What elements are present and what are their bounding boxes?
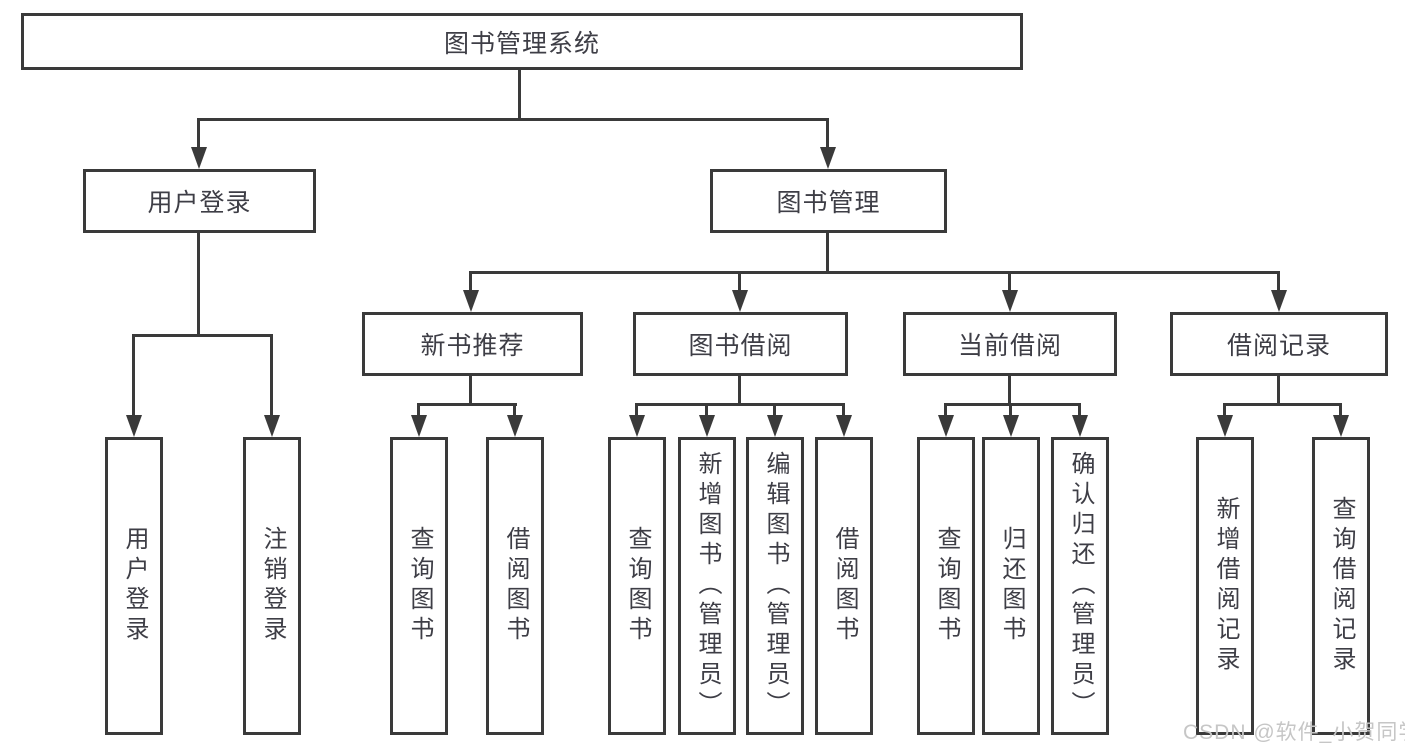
connector-line	[635, 403, 638, 417]
connector-line	[826, 118, 829, 150]
leaf-query-borrow-record: 查询借阅记录	[1312, 437, 1370, 735]
leaf-edit-books-admin: 编辑图书（管理员）	[746, 437, 804, 735]
node-book-management: 图书管理	[710, 169, 947, 233]
connector-line	[270, 334, 273, 417]
node-current-borrowing: 当前借阅	[903, 312, 1117, 376]
connector-line	[469, 271, 472, 292]
leaf-query-books-recommend: 查询图书	[390, 437, 448, 735]
arrow-down-icon	[699, 415, 715, 437]
leaf-label: 新增图书（管理员）	[694, 451, 721, 721]
connector-line	[417, 403, 420, 417]
arrow-down-icon	[767, 415, 783, 437]
connector-line	[1277, 271, 1280, 292]
connector-line	[1223, 403, 1340, 406]
arrow-down-icon	[1003, 415, 1019, 437]
connector-line	[1008, 271, 1011, 292]
arrow-down-icon	[1072, 415, 1088, 437]
connector-line	[469, 271, 1280, 274]
leaf-label: 查询图书	[933, 526, 960, 646]
leaf-label: 确认归还（管理员）	[1067, 451, 1094, 721]
node-label: 图书管理系统	[443, 29, 600, 58]
connector-line	[635, 403, 845, 406]
arrow-down-icon	[629, 415, 645, 437]
leaf-label: 注销登录	[259, 526, 286, 646]
arrow-down-icon	[1333, 415, 1349, 437]
leaf-query-books-current: 查询图书	[917, 437, 975, 735]
leaf-label: 新增借阅记录	[1212, 496, 1239, 676]
leaf-add-borrow-record: 新增借阅记录	[1196, 437, 1254, 735]
connector-line	[738, 271, 741, 292]
leaf-label: 查询图书	[624, 526, 651, 646]
node-user-login: 用户登录	[83, 169, 316, 233]
node-label: 借阅记录	[1226, 332, 1331, 360]
arrow-down-icon	[411, 415, 427, 437]
leaf-confirm-return-admin: 确认归还（管理员）	[1051, 437, 1109, 735]
connector-line	[944, 403, 947, 417]
csdn-watermark: CSDN @软件_小贺同学	[1183, 721, 1405, 744]
leaf-query-books-borrowing: 查询图书	[608, 437, 666, 735]
connector-line	[197, 232, 200, 337]
arrow-down-icon	[507, 415, 523, 437]
node-label: 用户登录	[147, 189, 252, 217]
connector-line	[197, 118, 829, 121]
connector-line	[132, 334, 135, 417]
connector-line	[705, 403, 708, 417]
connector-line	[469, 375, 472, 406]
leaf-add-books-admin: 新增图书（管理员）	[678, 437, 736, 735]
node-borrowing-records: 借阅记录	[1170, 312, 1388, 376]
leaf-label: 查询图书	[406, 526, 433, 646]
arrow-down-icon	[820, 147, 836, 169]
connector-line	[826, 232, 829, 273]
connector-line	[197, 118, 200, 150]
leaf-borrow-books-borrowing: 借阅图书	[815, 437, 873, 735]
arrow-down-icon	[1217, 415, 1233, 437]
arrow-down-icon	[126, 415, 142, 437]
connector-line	[738, 375, 741, 406]
arrow-down-icon	[1271, 290, 1287, 312]
node-new-book-recommendation: 新书推荐	[362, 312, 583, 376]
leaf-logout: 注销登录	[243, 437, 301, 735]
node-label: 当前借阅	[957, 332, 1062, 360]
node-label: 图书借阅	[688, 332, 793, 360]
connector-line	[1009, 403, 1012, 417]
node-label: 图书管理	[776, 189, 881, 217]
connector-line	[518, 68, 521, 121]
leaf-user-login: 用户登录	[105, 437, 163, 735]
connector-line	[842, 403, 845, 417]
node-book-borrowing: 图书借阅	[633, 312, 848, 376]
leaf-label: 归还图书	[998, 526, 1025, 646]
connector-line	[417, 403, 517, 406]
arrow-down-icon	[264, 415, 280, 437]
arrow-down-icon	[191, 147, 207, 169]
connector-line	[1277, 375, 1280, 406]
arrow-down-icon	[1002, 290, 1018, 312]
leaf-borrow-books-recommend: 借阅图书	[486, 437, 544, 735]
connector-line	[1339, 403, 1342, 417]
connector-line	[1078, 403, 1081, 417]
connector-line	[773, 403, 776, 417]
connector-line	[944, 403, 1081, 406]
arrow-down-icon	[463, 290, 479, 312]
leaf-label: 编辑图书（管理员）	[762, 451, 789, 721]
connector-line	[1223, 403, 1226, 417]
leaf-label: 借阅图书	[502, 526, 529, 646]
arrow-down-icon	[836, 415, 852, 437]
leaf-return-books: 归还图书	[982, 437, 1040, 735]
connector-line	[513, 403, 516, 417]
node-library-management-system: 图书管理系统	[21, 13, 1023, 70]
leaf-label: 借阅图书	[831, 526, 858, 646]
leaf-label: 查询借阅记录	[1328, 496, 1355, 676]
node-label: 新书推荐	[420, 332, 525, 360]
leaf-label: 用户登录	[121, 526, 148, 646]
arrow-down-icon	[938, 415, 954, 437]
connector-line	[132, 334, 273, 337]
arrow-down-icon	[732, 290, 748, 312]
connector-line	[1008, 375, 1011, 406]
